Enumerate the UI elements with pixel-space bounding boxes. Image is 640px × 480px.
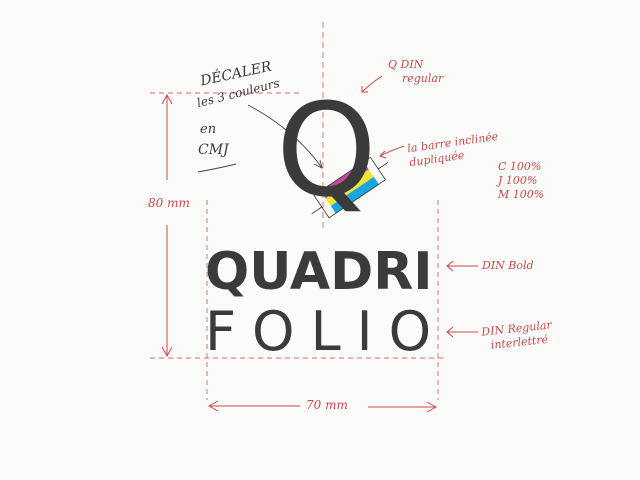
note-cmj-values: C 100% J 100% M 100% [498,160,544,201]
note-q-din-line2: regular [402,71,444,85]
note-din-bold: DIN Bold [482,259,534,272]
pencil-arrow-head [313,159,323,169]
pencil-arrow [247,104,323,169]
cmj-underline [197,163,237,173]
note-q-din: Q DIN regular [388,58,443,86]
width-arrow-left [207,400,219,412]
arrow-to-q [361,75,383,93]
note-decaler-line3: en [200,122,217,137]
arrow-to-q-head [361,86,368,93]
note-cmj-c: C 100% [498,160,542,173]
logo-word-folio: FOLIO [205,300,448,363]
cyan-stripe [330,176,379,214]
height-arrow-down [161,346,173,358]
cmy-bar [311,156,389,219]
shift-arrow-right [377,161,389,170]
arrow-to-bar-head [379,150,387,159]
note-q-din-line1: Q DIN [388,58,424,71]
shift-arrow-left [311,206,323,215]
logo-word-quadri: QUADRI [205,242,433,302]
width-arrow-right [426,401,438,413]
arrow-to-bold-head [446,260,454,272]
dimension-width-label: 70 mm [306,398,348,412]
note-decaler-line4: CMJ [198,142,229,158]
bar-outline [313,156,387,219]
arrow-to-bar [379,145,405,157]
note-cmj-j: J 100% [498,173,538,187]
magenta-stripe [320,161,369,199]
note-cmj-m: M 100% [498,187,545,201]
logo-q-letter: Q [276,77,377,226]
dimension-height-label: 80 mm [148,196,190,210]
yellow-stripe [325,169,374,206]
height-arrow-up [161,93,173,105]
arrow-to-regular-head [446,326,454,338]
